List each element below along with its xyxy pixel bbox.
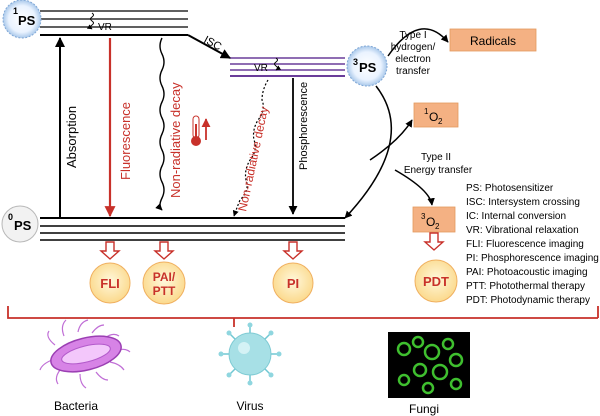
triplet-oxygen-box: 3 O 2 xyxy=(412,206,456,233)
triplet-oxygen-sub: 2 xyxy=(435,222,440,231)
vr-label-s1: VR xyxy=(98,22,112,33)
t3-energy-levels xyxy=(230,57,345,77)
singlet-oxygen-sub: 2 xyxy=(438,117,443,126)
application-arrows xyxy=(99,232,445,260)
s1-sup: 1 xyxy=(13,6,18,16)
absorption-label: Absorption xyxy=(64,106,79,168)
type1-line-4: transfer xyxy=(396,66,431,77)
thermometer-icon xyxy=(191,115,211,146)
triplet-oxygen-sup: 3 xyxy=(421,212,426,221)
type1-label: Type I hydrogen/ electron transfer xyxy=(391,30,436,77)
nonrad-decay-s1-arrow xyxy=(155,37,165,211)
legend-item: FLI: Fluorescence imaging xyxy=(466,239,584,250)
bacteria-icon xyxy=(39,319,131,389)
virus-label: Virus xyxy=(236,399,263,413)
singlet-oxygen-base: O xyxy=(429,110,438,124)
type2-line-2: Energy transfer xyxy=(404,165,473,176)
legend-item: PDT: Photodynamic therapy xyxy=(466,295,590,306)
virus-icon xyxy=(218,322,282,386)
nonrad-decay-t3-arrow xyxy=(232,79,269,217)
type2-label: Type II Energy transfer xyxy=(404,152,473,176)
nonrad-label-t3: Non-radiative decay xyxy=(235,105,271,212)
type1-line-2: hydrogen/ xyxy=(391,42,436,53)
legend-item: PS: Photosensitizer xyxy=(466,183,554,194)
legend-item: VR: Vibrational relaxation xyxy=(466,225,579,236)
s1-state-badge: 1 PS xyxy=(2,0,42,39)
isc-arrow xyxy=(187,34,231,59)
vr-squiggle-t3 xyxy=(274,57,282,71)
radicals-label: Radicals xyxy=(470,34,516,48)
bottom-bracket xyxy=(7,306,599,327)
fungi-icon xyxy=(388,332,470,398)
legend-item: PAI: Photoacoustic imaging xyxy=(466,267,588,278)
t3-sup: 3 xyxy=(353,57,358,67)
pdt-circle: PDT xyxy=(414,259,458,303)
pai-label: PAI/ xyxy=(153,270,176,284)
pdt-label: PDT xyxy=(423,274,449,289)
g0-state-badge: 0 PS xyxy=(1,205,39,243)
t3-state-badge: 3 PS xyxy=(346,45,388,87)
legend-item: PI: Phosphorescence imaging xyxy=(466,253,599,264)
radicals-box: Radicals xyxy=(449,28,537,52)
pi-down-arrow xyxy=(282,241,304,260)
nonrad-label-s1: Non-radiative decay xyxy=(168,82,183,198)
singlet-oxygen-sup: 1 xyxy=(424,107,429,116)
type1-line-3: electron xyxy=(395,54,431,65)
legend-item: ISC: Intersystem crossing xyxy=(466,197,580,208)
singlet-oxygen-box: 1 O 2 xyxy=(413,102,459,128)
fluorescence-label: Fluorescence xyxy=(118,102,133,180)
pdt-down-arrow xyxy=(423,232,445,251)
phosphorescence-label: Phosphorescence xyxy=(298,82,310,170)
fungi-label: Fungi xyxy=(409,402,439,416)
fli-down-arrow xyxy=(99,241,121,260)
pi-circle: PI xyxy=(272,262,314,304)
bacteria-label: Bacteria xyxy=(54,399,98,413)
g0-sup: 0 xyxy=(8,212,13,222)
s1-energy-levels xyxy=(40,10,188,36)
t3-base: PS xyxy=(359,60,377,75)
s1-base: PS xyxy=(18,13,36,28)
type2-o2-arrow xyxy=(394,169,435,206)
triplet-oxygen-base: O xyxy=(426,215,435,229)
g0-energy-levels xyxy=(40,217,345,241)
g0-base: PS xyxy=(14,218,32,233)
ptt-label: PTT xyxy=(153,284,176,298)
fli-label: FLI xyxy=(100,276,120,291)
type2-line-1: Type II xyxy=(421,152,451,163)
pai-ptt-circle: PAI/ PTT xyxy=(142,261,186,305)
pai-down-arrow xyxy=(153,241,175,260)
legend-item: PTT: Photothermal therapy xyxy=(466,281,585,292)
type2-energy-arrow xyxy=(369,119,413,161)
vr-label-t3: VR xyxy=(254,63,268,74)
fli-circle: FLI xyxy=(89,262,131,304)
type1-arrow xyxy=(387,28,449,57)
isc-label: ISC xyxy=(202,34,224,53)
type1-line-1: Type I xyxy=(399,30,426,41)
abbreviation-legend: PS: Photosensitizer ISC: Intersystem cro… xyxy=(466,183,599,306)
type2-curve xyxy=(344,85,393,219)
vr-squiggle-s1 xyxy=(86,12,94,30)
legend-item: IC: Internal conversion xyxy=(466,211,566,222)
pi-label: PI xyxy=(287,276,299,291)
